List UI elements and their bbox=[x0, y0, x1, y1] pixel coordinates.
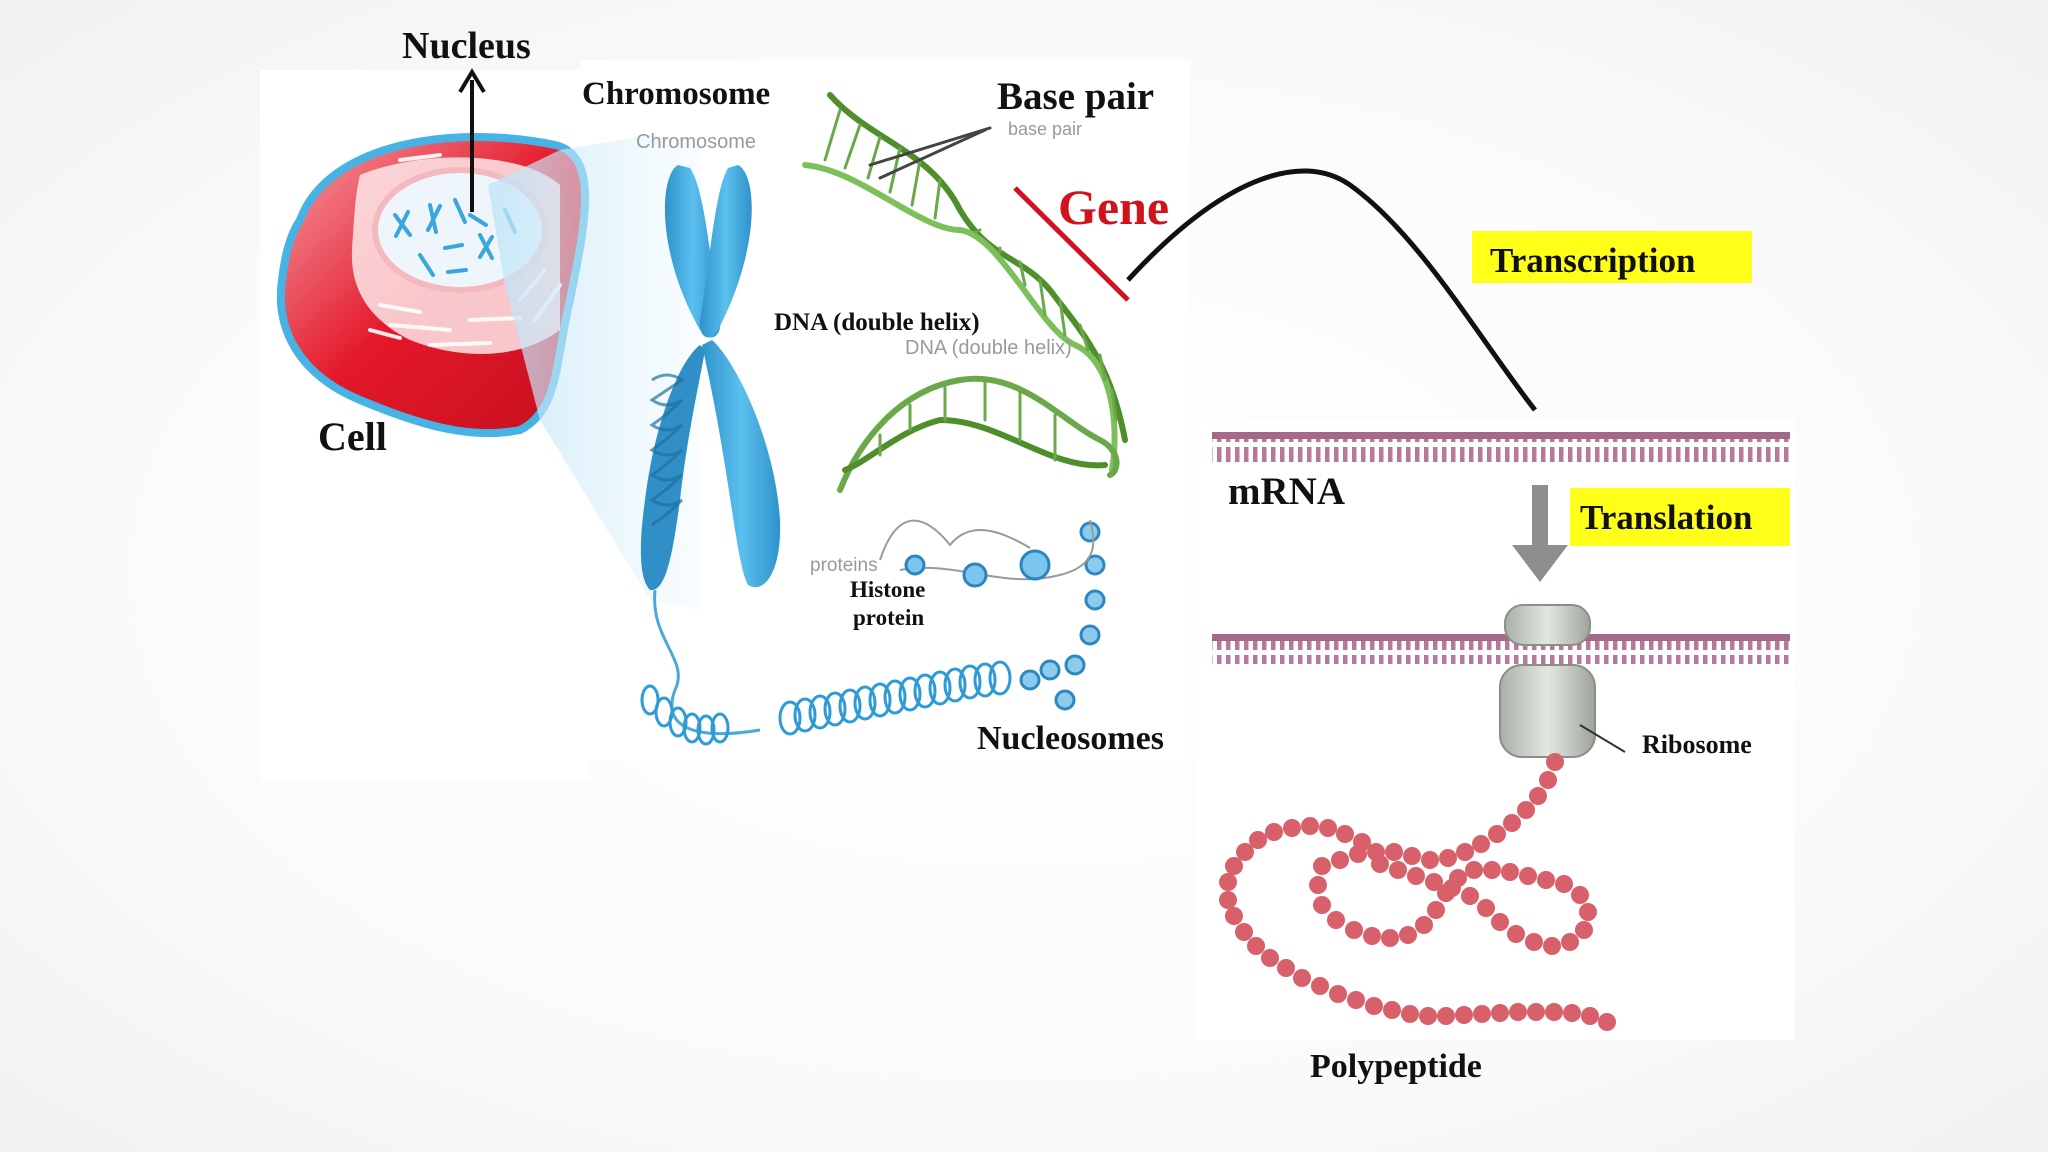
gene-marker-line bbox=[1013, 186, 1130, 302]
mrna-label: mRNA bbox=[1228, 470, 1345, 513]
base-pair-inner-label: base pair bbox=[1008, 119, 1083, 139]
dna-helix bbox=[802, 92, 1128, 493]
cell-label: Cell bbox=[318, 414, 387, 459]
base-pair-pointer-2 bbox=[878, 128, 987, 180]
nucleosomes-label: Nucleosomes bbox=[977, 720, 1164, 757]
translation-label: Translation bbox=[1580, 498, 1753, 537]
polypeptide-chain bbox=[1219, 753, 1616, 1031]
translation-arrow bbox=[1512, 485, 1568, 582]
dna-label: DNA (double helix) bbox=[774, 309, 980, 336]
cell-illustration bbox=[276, 133, 700, 610]
histone-label: Histone bbox=[850, 577, 926, 602]
chromatin-thread bbox=[653, 589, 761, 736]
transcription-curve bbox=[1126, 168, 1537, 412]
mrna-strand-top bbox=[1212, 432, 1790, 462]
solenoid-coil bbox=[640, 660, 1012, 746]
chromosome-inner-label: Chromosome bbox=[636, 131, 757, 153]
chromatin-coils bbox=[649, 373, 685, 527]
mrna-strand-bottom bbox=[1212, 634, 1790, 664]
translation-highlight bbox=[1570, 488, 1790, 546]
nucleus-arrow bbox=[458, 68, 486, 212]
dna-base-pairs bbox=[823, 108, 1118, 422]
base-pair-pointer-1 bbox=[868, 126, 992, 167]
transcription-label: Transcription bbox=[1490, 241, 1696, 280]
lower-dna-base-pairs bbox=[878, 376, 1057, 462]
polypeptide-label: Polypeptide bbox=[1310, 1048, 1482, 1085]
proteins-inner-label: proteins bbox=[810, 555, 878, 576]
gene-label: Gene bbox=[1058, 179, 1170, 235]
ribosome-label: Ribosome bbox=[1642, 730, 1752, 759]
chromosome-right-arm-bottom bbox=[702, 340, 781, 588]
chromosome-left-arm-bottom bbox=[640, 345, 705, 591]
ribosome bbox=[1499, 604, 1626, 758]
nucleus-chromosomes bbox=[393, 198, 517, 277]
linker-dna bbox=[899, 519, 1095, 581]
dna-inner-label: DNA (double helix) bbox=[905, 337, 1072, 359]
chromosome-illustration bbox=[640, 165, 1106, 746]
chromosome-label: Chromosome bbox=[582, 76, 771, 112]
histone-label-line2: protein bbox=[853, 605, 925, 630]
base-pair-label: Base pair bbox=[997, 75, 1155, 118]
nucleus-label: Nucleus bbox=[402, 25, 531, 67]
chromosome-right-arm-top bbox=[699, 165, 752, 338]
transcription-highlight bbox=[1472, 231, 1752, 283]
histone-thread bbox=[879, 519, 1031, 561]
histone-clusters bbox=[904, 549, 1051, 588]
nucleosome-beads bbox=[1019, 521, 1106, 711]
